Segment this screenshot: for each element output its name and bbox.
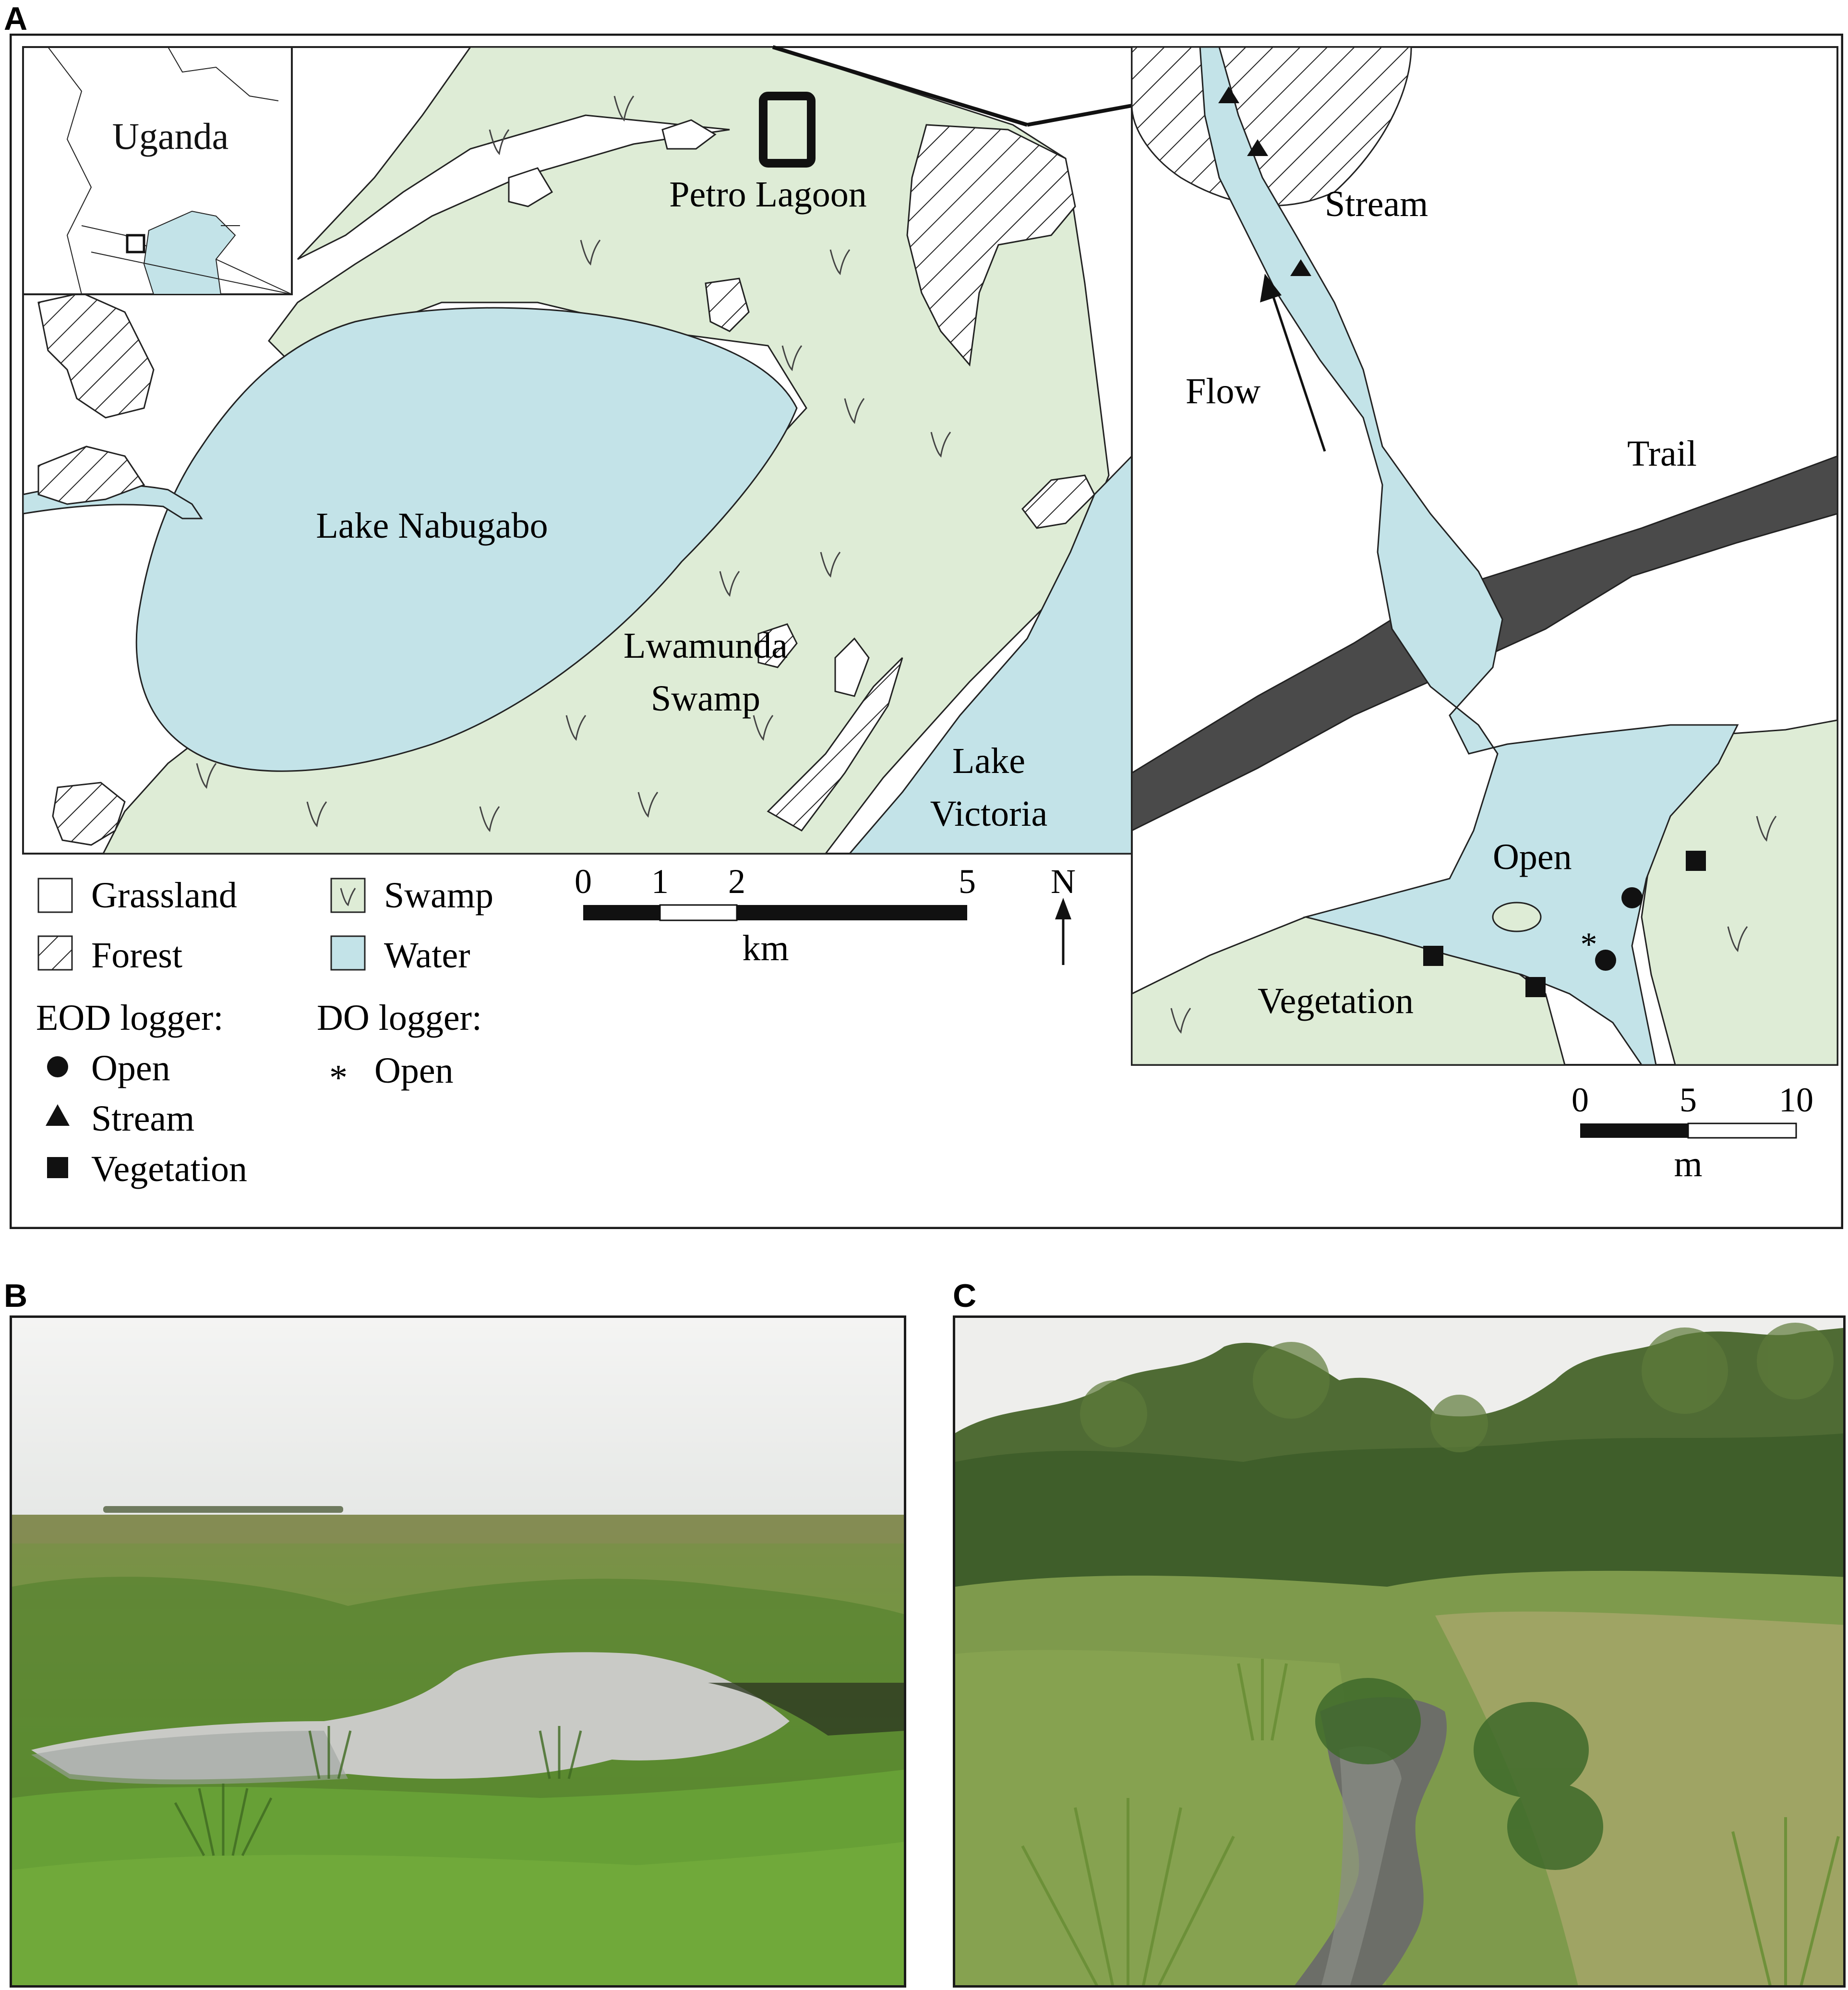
lake-nabugabo-label: Lake Nabugabo [316,506,548,546]
do-open-marker: * [1581,926,1597,963]
lwamunda-label-line2: Swamp [651,678,760,719]
legend-eod-stream: Stream [91,1098,194,1139]
legend: Grassland Forest Swamp Water EOD logger:… [36,875,493,1189]
map-panel: Uganda Petro Lagoon Lake Nabugabo L [10,34,1843,1229]
eod-stream-marker [1290,259,1311,276]
eod-open-marker [1595,950,1616,971]
grassland-patch [508,167,553,207]
m-tick-0: 0 [1572,1081,1589,1119]
grassland-patch [834,637,870,697]
forest-patch [37,446,145,505]
triangle-symbol [46,1104,70,1126]
photo-b-open-swamp [10,1315,906,1988]
petro-lagoon-label: Petro Lagoon [669,174,867,215]
forest-strip [767,657,903,832]
m-tick-5: 5 [1680,1081,1697,1119]
detail-grass-symbols [1170,816,1777,1034]
legend-eod-open: Open [91,1048,170,1088]
eod-stream-marker [1218,86,1239,103]
inset-country-label: Uganda [112,115,229,157]
km-tick-1: 1 [651,862,669,901]
lake-victoria [848,454,1133,855]
uganda-inset: Uganda [22,46,293,295]
km-tick-2: 2 [728,862,745,901]
lake-victoria-label-line2: Victoria [930,794,1047,834]
vegetation-label: Vegetation [1258,981,1414,1021]
panel-label-a: A [4,0,28,37]
m-unit: m [1674,1144,1702,1184]
scalebar-km: 0 1 2 5 km [575,862,976,968]
forest-patch [1021,474,1095,529]
panel-label-c: C [953,1278,977,1314]
legend-eod-title: EOD logger: [36,998,223,1038]
eod-stream-marker [1247,139,1268,156]
eod-vegetation-marker [1525,977,1546,997]
panel-label-b: B [4,1278,28,1314]
detail-water [1199,46,1739,1066]
stream-label: Stream [1325,184,1428,224]
legend-eod-vegetation: Vegetation [91,1149,247,1189]
legend-water: Water [384,935,470,976]
lwamunda-label-line1: Lwamunda [624,626,788,666]
legend-forest: Forest [91,935,182,976]
m-tick-10: 10 [1779,1081,1813,1119]
water-swatch [330,935,366,971]
main-map: Uganda Petro Lagoon Lake Nabugabo L [22,45,1133,855]
forest-patch [37,292,155,419]
vegetation-area-right [1641,719,1838,1066]
open-label: Open [1493,837,1572,877]
detail-map: * Stream Flow Trail Open Vegetation [1131,46,1838,1066]
grassland-patch [661,119,717,150]
km-unit: km [742,928,789,968]
forest-patch [52,782,126,846]
km-tick-0: 0 [575,862,592,901]
eod-open-marker [1621,887,1643,908]
forest-patch [705,277,750,332]
km-tick-5: 5 [959,862,976,901]
panel-a-frame [10,34,1843,1229]
forest-patch [906,124,1076,367]
eod-vegetation-marker [1423,946,1443,966]
flow-label: Flow [1186,371,1260,411]
north-label: N [1051,862,1076,901]
circle-symbol [47,1056,68,1077]
north-arrow: N [1051,862,1076,965]
island [1492,902,1542,932]
scalebar-m: 0 5 10 m [1572,1081,1813,1184]
eod-vegetation-marker [1686,851,1706,871]
legend-do-open: Open [374,1050,454,1091]
legend-do-title: DO logger: [317,998,482,1038]
lake-victoria-label-line1: Lake [952,741,1025,781]
forest-swatch [37,935,73,971]
legend-grassland: Grassland [91,875,237,916]
petro-lagoon-marker [759,92,816,168]
photo-c-stream [953,1315,1846,1988]
legend-swamp: Swamp [384,875,493,916]
square-symbol [47,1157,68,1178]
swamp-swatch [330,878,366,913]
forest-patch [757,623,798,668]
trail-label: Trail [1627,434,1697,474]
grassland-swatch [37,878,73,913]
asterisk-symbol: * [329,1058,348,1098]
swamp-grass-symbols [196,96,951,832]
